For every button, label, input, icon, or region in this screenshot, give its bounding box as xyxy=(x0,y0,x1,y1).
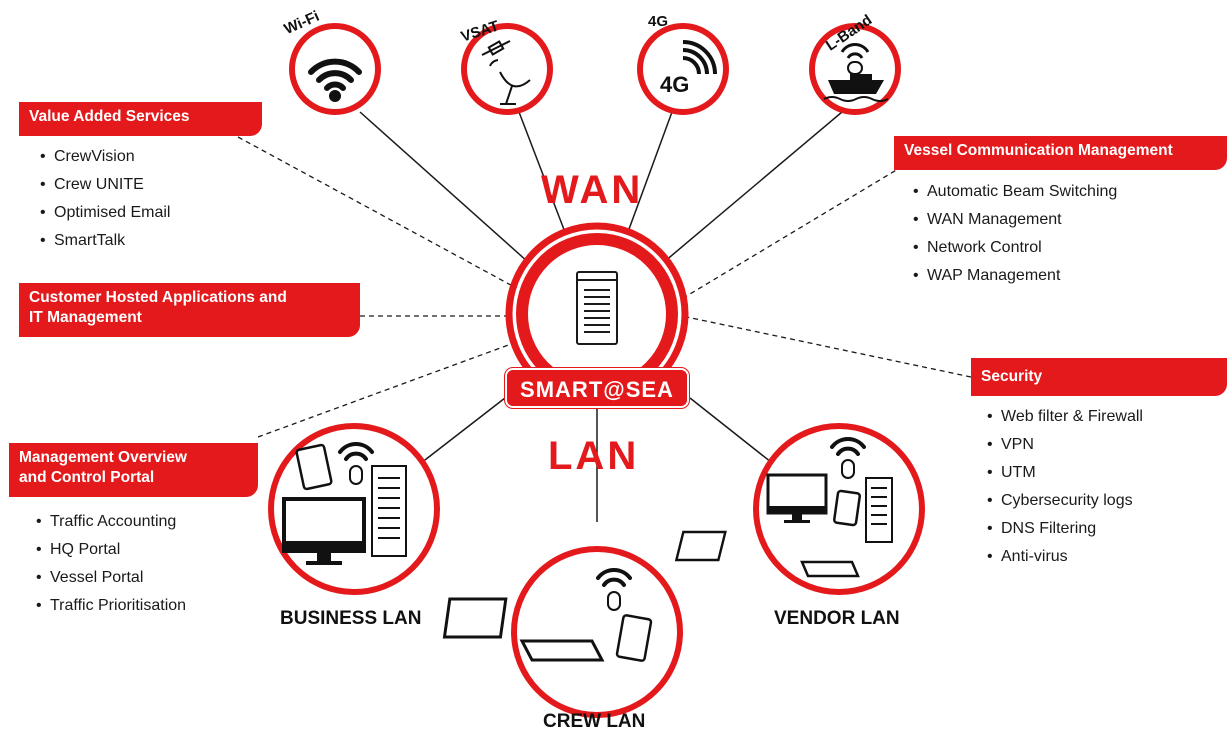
wan-vsat-node: VSAT xyxy=(459,18,553,115)
vsat-link-line xyxy=(518,111,569,241)
connector-lines xyxy=(359,111,843,522)
wan-4g-node: 4G 4G xyxy=(637,13,729,115)
list-item: WAP Management xyxy=(913,262,1117,290)
management-dash xyxy=(257,339,523,438)
server-small-icon xyxy=(865,477,893,543)
management-title-line2: and Control Portal xyxy=(19,469,155,486)
4g-label: 4G xyxy=(648,13,668,30)
server-small-icon xyxy=(371,465,407,557)
desktop-monitor-icon xyxy=(766,473,828,523)
list-item: Crew UNITE xyxy=(40,171,170,199)
wifi-icon xyxy=(308,58,362,102)
smart-at-sea-logo: SMART@SEA xyxy=(505,368,689,408)
lan-title: LAN xyxy=(548,434,640,478)
list-item: WAN Management xyxy=(913,206,1117,234)
management-overview-list: Traffic Accounting HQ Portal Vessel Port… xyxy=(36,508,186,620)
customer-hosted-header: Customer Hosted Applications and IT Mana… xyxy=(19,283,360,337)
security-header: Security xyxy=(971,358,1227,396)
management-overview-header: Management Overview and Control Portal xyxy=(9,443,258,497)
crew-lan-node xyxy=(442,546,683,718)
list-item: Web filter & Firewall xyxy=(987,403,1143,431)
list-item: Cybersecurity logs xyxy=(987,487,1143,515)
vessel-comm-list: Automatic Beam Switching WAN Management … xyxy=(913,178,1117,290)
list-item: Optimised Email xyxy=(40,199,170,227)
management-title-line1: Management Overview xyxy=(19,449,187,466)
desktop-monitor-icon xyxy=(282,497,366,565)
tablet-icon xyxy=(615,614,653,662)
list-item: SmartTalk xyxy=(40,227,170,255)
vendor-lan-label: VENDOR LAN xyxy=(774,608,900,629)
laptop-icon xyxy=(442,597,605,662)
wifi-small-icon xyxy=(338,442,374,485)
wan-lband-node: L-Band xyxy=(809,11,901,115)
list-item: Vessel Portal xyxy=(36,564,186,592)
business-lan-label: BUSINESS LAN xyxy=(280,608,422,629)
security-dash xyxy=(681,315,972,378)
business-lan-node xyxy=(268,423,440,595)
list-item: DNS Filtering xyxy=(987,515,1143,543)
hub xyxy=(505,222,689,406)
list-item: Traffic Accounting xyxy=(36,508,186,536)
wifi-small-icon xyxy=(830,437,866,479)
server-icon xyxy=(576,271,618,345)
dashed-lines xyxy=(237,136,972,438)
list-item: Traffic Prioritisation xyxy=(36,592,186,620)
list-item: UTM xyxy=(987,459,1143,487)
vendor-lan-node xyxy=(674,423,925,595)
crew-lan-label: CREW LAN xyxy=(543,711,646,732)
wifi-small-icon xyxy=(596,568,632,611)
value-added-services-header: Value Added Services xyxy=(19,102,262,136)
list-item: HQ Portal xyxy=(36,536,186,564)
satellite-dish-icon xyxy=(481,40,531,105)
vessel-comm-header: Vessel Communication Management xyxy=(894,136,1227,170)
list-item: CrewVision xyxy=(40,143,170,171)
vendor-lan-line xyxy=(689,397,782,471)
value-added-dash xyxy=(237,136,521,291)
tablet-icon xyxy=(295,443,333,491)
value-added-services-list: CrewVision Crew UNITE Optimised Email Sm… xyxy=(40,143,170,255)
list-item: VPN xyxy=(987,431,1143,459)
vessel-comm-dash xyxy=(679,165,904,301)
wan-title: WAN xyxy=(541,168,644,212)
business-lan-line xyxy=(411,397,506,471)
svg-text:4G: 4G xyxy=(660,72,689,97)
customer-hosted-title-line2: IT Management xyxy=(29,309,142,326)
laptop-icon xyxy=(674,530,860,578)
list-item: Anti-virus xyxy=(987,543,1143,571)
wifi-link-line xyxy=(359,111,529,263)
tablet-icon xyxy=(833,489,861,527)
wan-wifi-node: Wi-Fi xyxy=(282,8,381,115)
lband-link-line xyxy=(663,111,843,263)
list-item: Automatic Beam Switching xyxy=(913,178,1117,206)
security-list: Web filter & Firewall VPN UTM Cybersecur… xyxy=(987,403,1143,571)
4g-signal-icon: 4G xyxy=(660,40,717,97)
list-item: Network Control xyxy=(913,234,1117,262)
customer-hosted-title-line1: Customer Hosted Applications and xyxy=(29,289,287,306)
4g-link-line xyxy=(624,111,673,241)
ship-antenna-icon xyxy=(823,42,889,102)
